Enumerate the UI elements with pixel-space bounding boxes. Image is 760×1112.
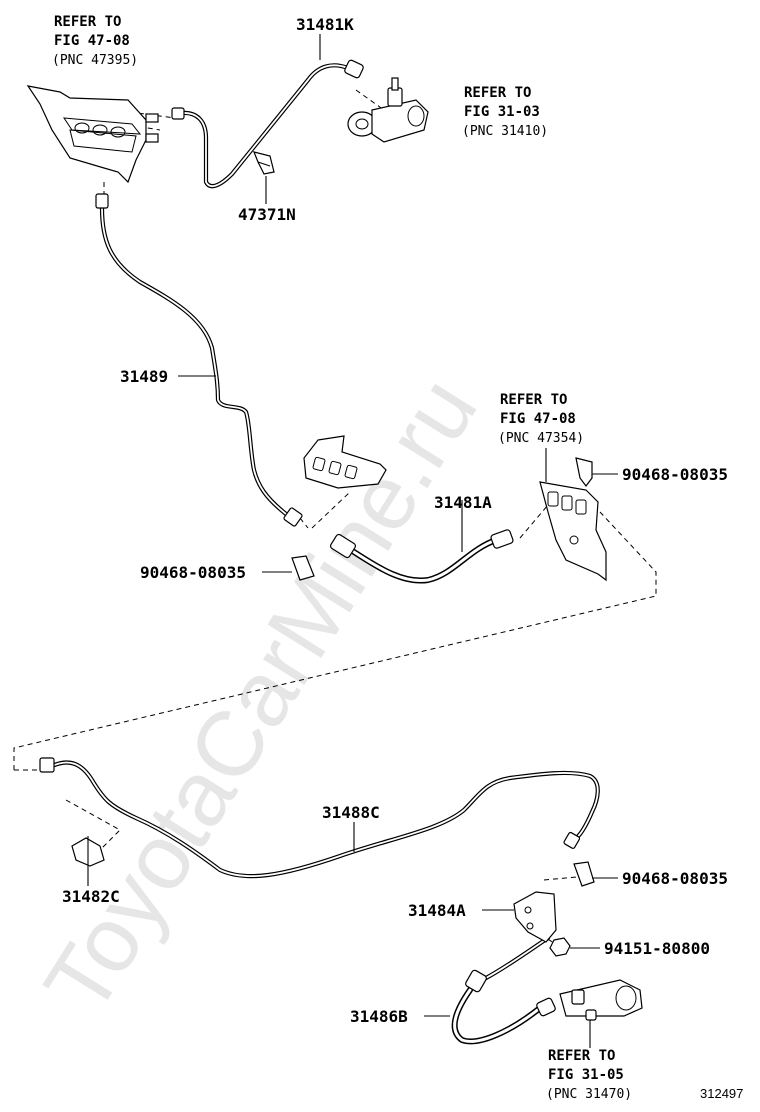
- label-31486B: 31486B: [350, 1007, 408, 1026]
- ref-47354-line3: (PNC 47354): [498, 431, 584, 446]
- tube-31481K: [179, 63, 351, 189]
- release-cylinder-31470: [559, 979, 643, 1021]
- reference-31410: REFER TO FIG 31-03 (PNC 31410): [462, 85, 548, 139]
- hose-31486B: [451, 935, 551, 1045]
- diagram-code: 312497: [700, 1086, 743, 1101]
- bracket-plate: [303, 435, 387, 489]
- ref-47395-line3: (PNC 47395): [52, 53, 138, 68]
- bracket-31484A: [513, 891, 557, 943]
- ref-47354-line1: REFER TO: [500, 392, 567, 408]
- label-31489: 31489: [120, 367, 168, 386]
- fitting-nuts: [39, 59, 581, 1017]
- watermark: ToyotaCarMine.ru: [25, 361, 496, 1031]
- label-31481K: 31481K: [296, 15, 354, 34]
- ref-31470-line3: (PNC 31470): [546, 1087, 632, 1102]
- clip-90468-lower: [573, 861, 595, 887]
- reference-47354: REFER TO FIG 47-08 (PNC 47354): [498, 392, 584, 446]
- junction-block-47395: [26, 85, 159, 184]
- ref-47395-line1: REFER TO: [54, 14, 121, 30]
- label-90468-08035-lower: 90468-08035: [622, 869, 728, 888]
- ref-47395-line2: FIG 47-08: [54, 33, 130, 49]
- nut-94151: [549, 937, 571, 957]
- ref-31410-line2: FIG 31-03: [464, 104, 540, 120]
- label-94151-80800: 94151-80800: [604, 939, 710, 958]
- hose-31481A: [351, 537, 499, 584]
- clamp-31482C: [71, 836, 105, 872]
- reference-31470: REFER TO FIG 31-05 (PNC 31470): [546, 1048, 632, 1102]
- tube-31489: [99, 205, 289, 517]
- leader-lines: [87, 34, 618, 1048]
- clip-90468-middle: [291, 555, 315, 581]
- reference-47395: REFER TO FIG 47-08 (PNC 47395): [52, 14, 138, 68]
- label-31481A: 31481A: [434, 493, 492, 512]
- ref-31410-line3: (PNC 31410): [462, 124, 548, 139]
- label-47371N: 47371N: [238, 205, 296, 224]
- label-90468-08035-upper: 90468-08035: [622, 465, 728, 484]
- label-31482C: 31482C: [62, 887, 120, 906]
- label-31488C: 31488C: [322, 803, 380, 822]
- ref-31410-line1: REFER TO: [464, 85, 531, 101]
- master-cylinder-31410: [347, 77, 429, 143]
- ref-31470-line2: FIG 31-05: [548, 1067, 624, 1083]
- ref-31470-line1: REFER TO: [548, 1048, 615, 1064]
- label-31484A: 31484A: [408, 901, 466, 920]
- clip-47371N: [253, 151, 275, 175]
- label-90468-08035-middle: 90468-08035: [140, 563, 246, 582]
- clip-90468-upper: [575, 457, 593, 487]
- tube-31488C: [49, 760, 600, 879]
- ref-47354-line2: FIG 47-08: [500, 411, 576, 427]
- bracket-47354: [539, 481, 607, 582]
